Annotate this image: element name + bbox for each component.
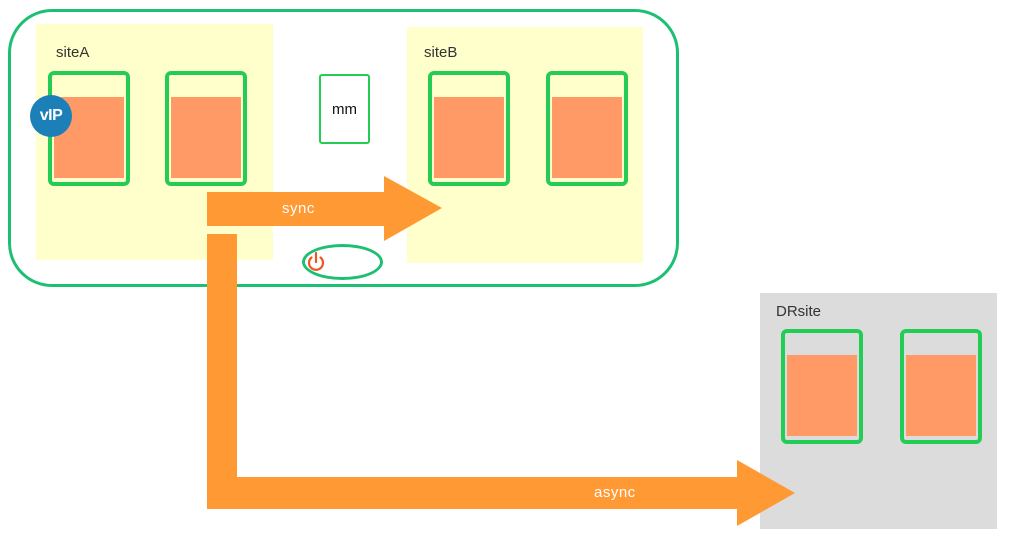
witness-node: mm xyxy=(319,74,370,144)
disk xyxy=(906,355,976,436)
sync-label: sync xyxy=(282,200,315,217)
site-b-label: siteB xyxy=(424,44,458,61)
vip-label: vIP xyxy=(39,107,63,124)
power-icon xyxy=(307,251,325,271)
cluster-outline xyxy=(8,9,679,287)
sync-arrow xyxy=(207,176,442,241)
site-b-node-1 xyxy=(428,71,510,186)
disk xyxy=(171,97,241,178)
site-b-node-2 xyxy=(546,71,628,186)
dr-site-node-1 xyxy=(781,329,863,444)
site-a-label: siteA xyxy=(56,44,90,61)
disk xyxy=(434,97,504,178)
vip-badge: vIP xyxy=(30,95,72,137)
quorum-ellipse xyxy=(302,244,383,280)
dr-site-node-2 xyxy=(900,329,982,444)
site-a-node-1 xyxy=(48,71,130,186)
site-a-node-2 xyxy=(165,71,247,186)
disk xyxy=(787,355,857,436)
async-label: async xyxy=(594,484,636,501)
async-arrow xyxy=(207,234,795,526)
dr-site-label: DRsite xyxy=(776,303,822,320)
witness-label: mm xyxy=(332,100,357,118)
disk xyxy=(552,97,622,178)
